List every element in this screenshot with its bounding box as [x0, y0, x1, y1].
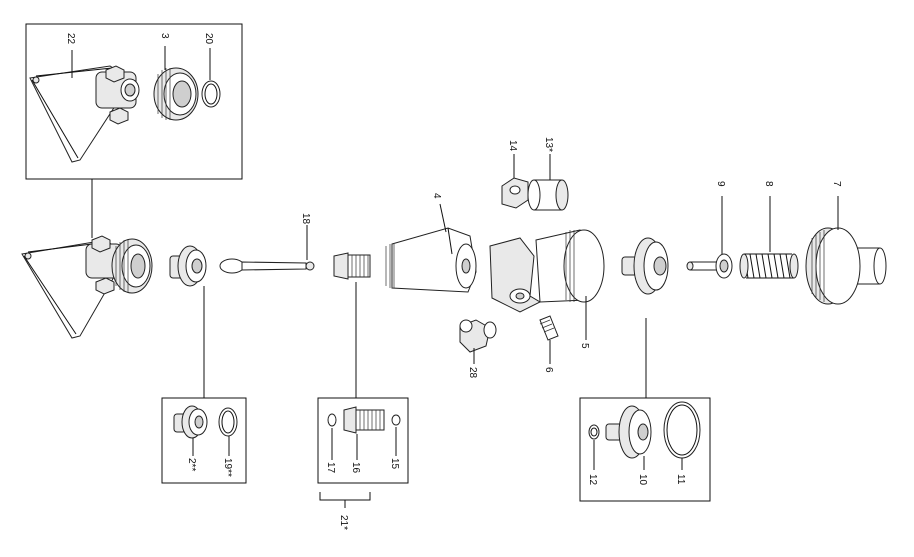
part-16-fitting	[333, 252, 371, 280]
kit-bracket-21	[319, 492, 371, 508]
callout-7: 7	[831, 181, 842, 187]
callout-21: 21*	[338, 515, 349, 530]
part-2-seat	[169, 245, 207, 287]
part-17-washer	[327, 413, 337, 427]
part-7-cap	[805, 227, 887, 305]
callout-3: 3	[159, 33, 170, 39]
detail-box-seat	[161, 397, 247, 484]
part-8-spring	[739, 253, 799, 279]
callout-9: 9	[715, 181, 726, 187]
callout-19: 19**	[222, 458, 233, 477]
callout-8: 8	[763, 181, 774, 187]
detail-box-piston	[579, 397, 711, 502]
part-11-seal-ring	[663, 401, 701, 459]
callout-6: 6	[543, 367, 554, 373]
part-19-o-ring	[218, 407, 238, 437]
part-6-fitting	[539, 315, 559, 341]
part-20-o-ring	[201, 80, 221, 108]
part-13-sleeve	[527, 179, 569, 211]
part-16-fitting-detail	[343, 406, 385, 434]
callout-4: 4	[431, 193, 442, 199]
callout-11: 11	[675, 474, 686, 485]
callout-12: 12	[587, 474, 598, 486]
callout-13: 13*	[543, 137, 554, 152]
callout-5: 5	[579, 343, 590, 349]
part-12-o-ring	[588, 424, 600, 440]
callout-20: 20	[203, 33, 214, 45]
callout-18: 18	[300, 213, 311, 225]
part-28-elbow	[459, 319, 497, 353]
detail-box-manifold	[25, 23, 243, 180]
callout-14: 14	[507, 140, 518, 152]
part-3-retaining-nut	[153, 67, 199, 121]
callout-28: 28	[467, 367, 478, 379]
part-4-gun-body	[385, 227, 477, 293]
part-10-piston	[621, 237, 669, 295]
part-22-manifold-detail	[29, 65, 140, 163]
part-2-seat-detail	[173, 405, 208, 439]
part-10-piston-detail	[605, 405, 652, 459]
part-5-housing	[489, 229, 605, 313]
part-14-hex-nut	[501, 177, 529, 209]
part-15-washer	[391, 414, 401, 426]
callout-10: 10	[637, 474, 648, 486]
callout-2: 2**	[186, 458, 197, 471]
part-9-spindle	[686, 253, 733, 279]
part-18-needle	[219, 258, 315, 274]
callout-17: 17	[325, 462, 336, 474]
callout-16: 16	[350, 462, 361, 474]
callout-15: 15	[389, 458, 400, 470]
detail-box-fitting-kit	[317, 397, 409, 484]
part-22-manifold-assembly	[21, 235, 153, 339]
callout-22: 22	[65, 33, 76, 45]
